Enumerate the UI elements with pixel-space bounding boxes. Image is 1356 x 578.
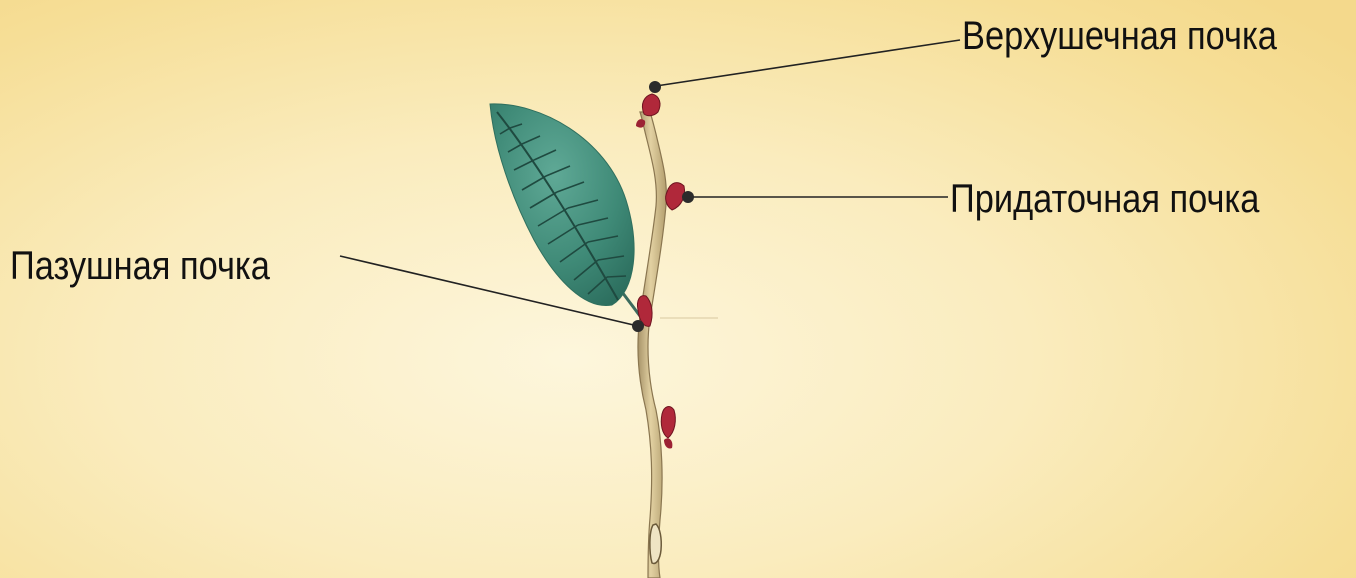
leaf-scar: [650, 524, 661, 563]
leader-line-apical: [656, 40, 960, 86]
label-adventitious-bud: Придаточная почка: [950, 179, 1259, 219]
axillary-bud-marker: [632, 320, 644, 332]
label-axillary-bud: Пазушная почка: [10, 246, 270, 286]
lower-bud: [661, 407, 675, 449]
apical-bud-marker: [649, 81, 661, 93]
adventitious-bud-marker: [682, 191, 694, 203]
adventitious-bud: [666, 183, 685, 210]
stem: [638, 112, 666, 578]
label-apical-bud: Верхушечная почка: [962, 16, 1277, 56]
